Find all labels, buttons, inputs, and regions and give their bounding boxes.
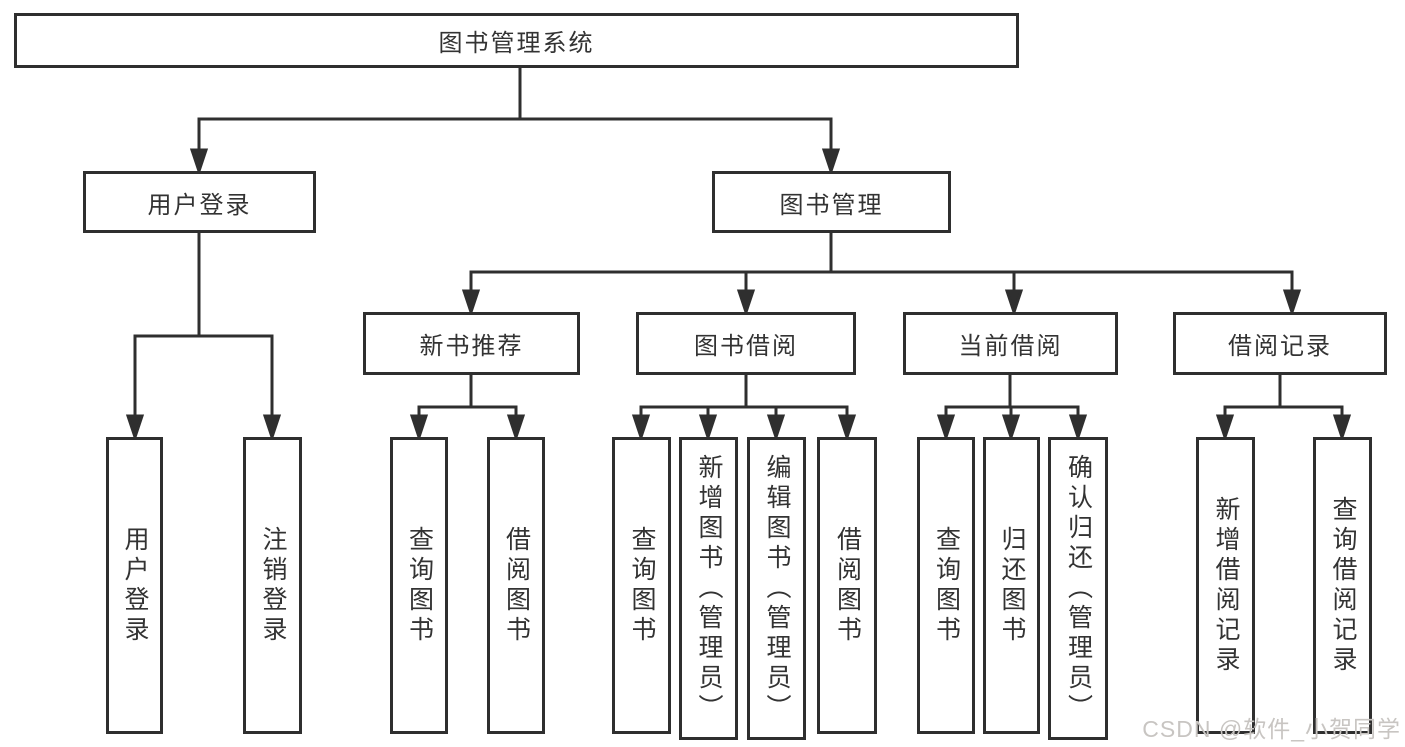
- leaf-label: 查询图书: [932, 525, 961, 646]
- leaf-label: 借阅图书: [833, 525, 862, 646]
- node-user-login: 用户登录: [83, 171, 316, 233]
- leaf-label: 注销登录: [259, 525, 287, 646]
- arrow-down-icon: [262, 414, 282, 442]
- arrow-down-icon: [766, 414, 786, 442]
- leaf-label: 借阅图书: [502, 525, 531, 646]
- node-book-borrowing: 图书借阅: [636, 312, 856, 375]
- leaf-label: 查询图书: [628, 525, 656, 646]
- node-leaf-return-books: 归还图书: [983, 437, 1040, 734]
- leaf-label: 查询借阅记录: [1329, 495, 1357, 676]
- arrow-down-icon: [1215, 414, 1235, 442]
- arrow-down-icon: [461, 289, 481, 317]
- node-leaf-user-login: 用户登录: [106, 437, 163, 734]
- node-leaf-query-borrow-record: 查询借阅记录: [1313, 437, 1372, 734]
- arrow-down-icon: [736, 289, 756, 317]
- leaf-label: 编辑图书（管理员）: [763, 453, 791, 724]
- arrow-down-icon: [125, 414, 145, 442]
- arrow-down-icon: [1282, 289, 1302, 317]
- node-current-borrowing: 当前借阅: [903, 312, 1118, 375]
- node-leaf-borrow-books-recommend: 借阅图书: [487, 437, 545, 734]
- node-leaf-add-borrow-record: 新增借阅记录: [1196, 437, 1255, 734]
- arrow-down-icon: [1332, 414, 1352, 442]
- arrow-down-icon: [1001, 414, 1021, 442]
- node-leaf-edit-books-admin: 编辑图书（管理员）: [747, 437, 806, 740]
- arrow-down-icon: [936, 414, 956, 442]
- arrow-down-icon: [821, 148, 841, 176]
- arrow-down-icon: [506, 414, 526, 442]
- arrow-down-icon: [631, 414, 651, 442]
- node-leaf-query-books-recommend: 查询图书: [390, 437, 448, 734]
- node-book-management: 图书管理: [712, 171, 951, 233]
- node-library-management-system: 图书管理系统: [14, 13, 1019, 68]
- arrow-down-icon: [837, 414, 857, 442]
- leaf-label: 新增图书（管理员）: [695, 453, 723, 724]
- arrow-down-icon: [189, 148, 209, 176]
- node-leaf-add-books-admin: 新增图书（管理员）: [679, 437, 738, 740]
- leaf-label: 查询图书: [405, 525, 434, 646]
- node-borrowing-records: 借阅记录: [1173, 312, 1387, 375]
- node-new-book-recommend: 新书推荐: [363, 312, 580, 375]
- node-leaf-confirm-return-admin: 确认归还（管理员）: [1048, 437, 1108, 740]
- node-leaf-logout: 注销登录: [243, 437, 302, 734]
- csdn-watermark: CSDN @软件_小贺同学: [1142, 716, 1401, 742]
- leaf-label: 确认归还（管理员）: [1064, 453, 1093, 724]
- node-leaf-query-books-borrow: 查询图书: [612, 437, 671, 734]
- leaf-label: 归还图书: [998, 525, 1026, 646]
- leaf-label: 用户登录: [121, 525, 149, 646]
- node-leaf-borrow-books: 借阅图书: [817, 437, 877, 734]
- arrow-down-icon: [698, 414, 718, 442]
- arrow-down-icon: [1068, 414, 1088, 442]
- node-leaf-query-books-current: 查询图书: [917, 437, 975, 734]
- arrow-down-icon: [1004, 289, 1024, 317]
- leaf-label: 新增借阅记录: [1212, 495, 1240, 676]
- arrow-down-icon: [409, 414, 429, 442]
